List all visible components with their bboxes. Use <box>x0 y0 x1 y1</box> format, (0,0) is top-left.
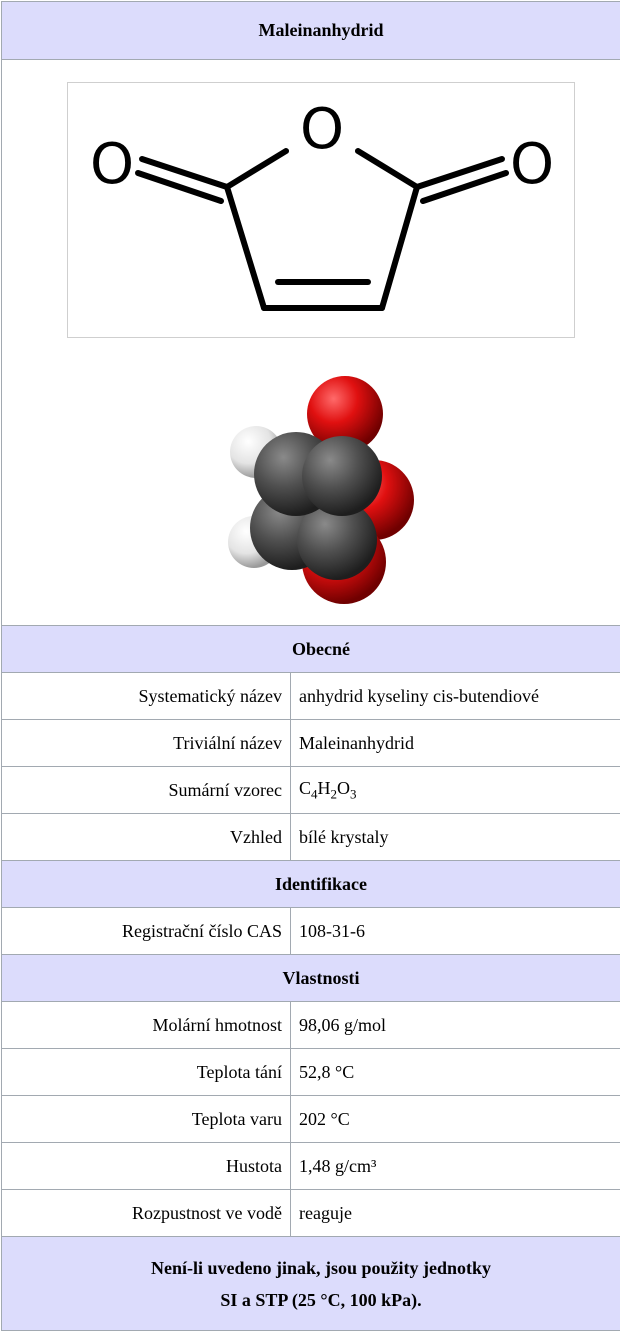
value-boiling-point: 202 °C <box>290 1095 620 1143</box>
value-cas: 108-31-6 <box>290 907 620 955</box>
row-systematic-name: Systematický název anhydrid kyseliny cis… <box>1 672 620 720</box>
row-cas: Registrační číslo CAS 108-31-6 <box>1 907 620 955</box>
value-systematic-name: anhydrid kyseliny cis-butendiové <box>290 672 620 720</box>
row-molar-mass: Molární hmotnost 98,06 g/mol <box>1 1001 620 1049</box>
bond-c2-o-b <box>135 170 224 204</box>
bond-o-c5 <box>355 148 420 190</box>
row-density: Hustota 1,48 g/cm³ <box>1 1142 620 1190</box>
value-melting-point: 52,8 °C <box>290 1048 620 1096</box>
bond-c5-o-b <box>420 170 509 204</box>
value-trivial-name: Maleinanhydrid <box>290 719 620 767</box>
atom-sphere-o-top <box>307 376 383 452</box>
row-appearance: Vzhled bílé krystaly <box>1 813 620 861</box>
space-filling-model-drawing <box>228 376 414 604</box>
atom-sphere-c-upper-right <box>302 436 382 516</box>
value-solubility: reaguje <box>290 1189 620 1237</box>
space-filling-model-image[interactable] <box>220 370 420 611</box>
row-boiling-point: Teplota varu 202 °C <box>1 1095 620 1143</box>
units-note: Není-li uvedeno jinak, jsou použity jedn… <box>1 1236 620 1331</box>
bond-c2-c3 <box>224 184 267 311</box>
row-solubility: Rozpustnost ve vodě reaguje <box>1 1189 620 1237</box>
image-cell: O O O <box>1 59 620 626</box>
bond-c5-c4 <box>379 184 420 311</box>
bond-o-c2 <box>224 148 289 190</box>
structural-formula-drawing: O O O <box>90 97 554 311</box>
label-appearance: Vzhled <box>1 813 291 861</box>
row-melting-point: Teplota tání 52,8 °C <box>1 1048 620 1096</box>
value-appearance: bílé krystaly <box>290 813 620 861</box>
label-solubility: Rozpustnost ve vodě <box>1 1189 291 1237</box>
atom-o-ring: O <box>300 97 344 162</box>
label-boiling-point: Teplota varu <box>1 1095 291 1143</box>
section-header-general: Obecné <box>1 625 620 673</box>
units-note-line1: Není-li uvedeno jinak, jsou použity jedn… <box>150 1257 492 1278</box>
section-header-properties: Vlastnosti <box>1 954 620 1002</box>
label-trivial-name: Triviální název <box>1 719 291 767</box>
label-formula: Sumární vzorec <box>1 766 291 814</box>
section-header-identification: Identifikace <box>1 860 620 908</box>
infobox-title: Maleinanhydrid <box>1 1 620 60</box>
atom-o-left: O <box>90 132 134 197</box>
row-formula: Sumární vzorec C4H2O3 <box>1 766 620 814</box>
units-note-line2: SI a STP (25 °C, 100 kPa). <box>220 1289 422 1310</box>
bond-c2-o-a <box>139 156 230 190</box>
structural-formula-image[interactable]: O O O <box>67 82 575 338</box>
label-cas: Registrační číslo CAS <box>1 907 291 955</box>
label-molar-mass: Molární hmotnost <box>1 1001 291 1049</box>
value-density: 1,48 g/cm³ <box>290 1142 620 1190</box>
label-melting-point: Teplota tání <box>1 1048 291 1096</box>
label-systematic-name: Systematický název <box>1 672 291 720</box>
row-trivial-name: Triviální název Maleinanhydrid <box>1 719 620 767</box>
atom-sphere-c-lower-right <box>297 500 377 580</box>
bond-c5-o-a <box>414 156 505 190</box>
value-formula: C4H2O3 <box>290 766 620 814</box>
atom-o-right: O <box>510 132 554 197</box>
value-molar-mass: 98,06 g/mol <box>290 1001 620 1049</box>
label-density: Hustota <box>1 1142 291 1190</box>
